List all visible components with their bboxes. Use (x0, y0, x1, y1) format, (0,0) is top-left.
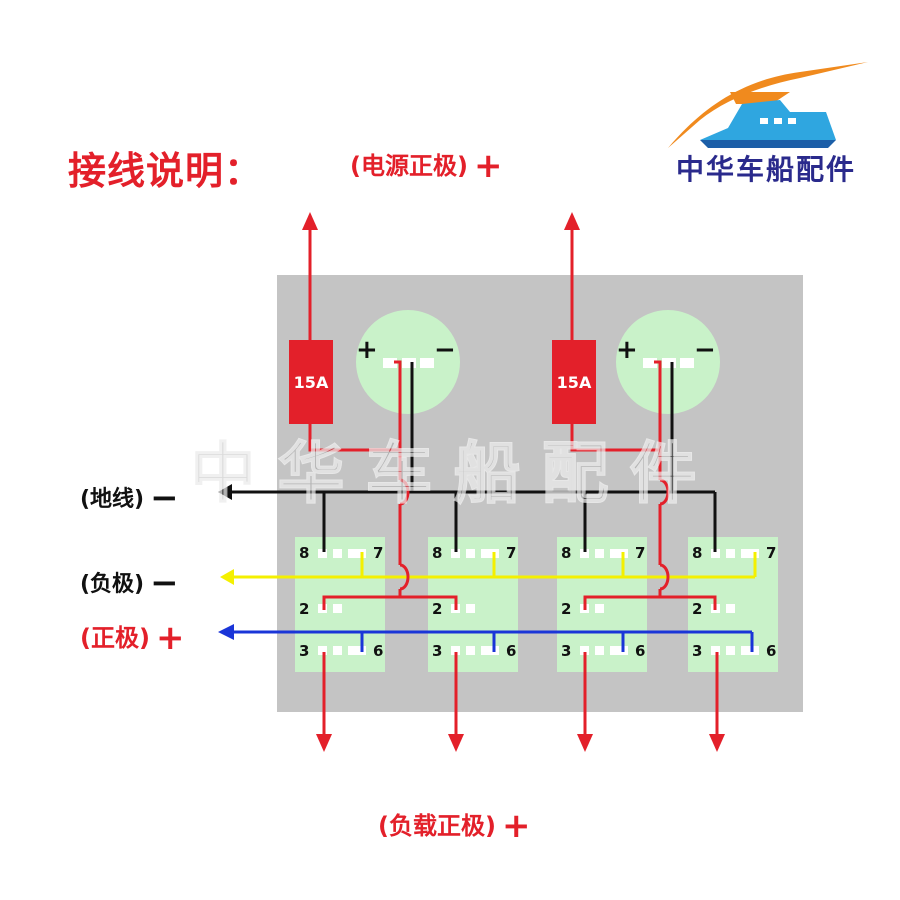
load-arrow-4 (709, 734, 725, 752)
pin-label-7: 7 (766, 544, 776, 562)
ground-label: (地线)− (80, 478, 179, 518)
red-arrows (302, 212, 725, 752)
pin-label-2: 2 (432, 600, 442, 618)
fuse-right-rating: 15A (557, 373, 592, 392)
ground-wiring (230, 362, 717, 552)
pin-label-3: 3 (561, 642, 571, 660)
negative-label: (负极)− (80, 563, 179, 603)
pin-label-6: 6 (635, 642, 645, 660)
pin-label-6: 6 (766, 642, 776, 660)
pin-label-8: 8 (561, 544, 571, 562)
meter-right-minus: − (694, 335, 716, 365)
ground-arrow (218, 484, 232, 500)
positive-label: (正极)+ (80, 618, 185, 658)
power-wiring (308, 225, 719, 740)
meter-right-plus: + (616, 335, 638, 365)
load-arrow-1 (316, 734, 332, 752)
positive-bus-arrow (218, 624, 234, 640)
load-arrow-2 (448, 734, 464, 752)
power-positive-label: (电源正极)+ (350, 146, 503, 186)
pin-label-7: 7 (635, 544, 645, 562)
pin-label-7: 7 (373, 544, 383, 562)
pin-label-3: 3 (432, 642, 442, 660)
pin-label-8: 8 (692, 544, 702, 562)
load-arrow-3 (577, 734, 593, 752)
brand-name: 中华车船配件 (676, 153, 857, 186)
pin-label-7: 7 (506, 544, 516, 562)
pin-label-3: 3 (299, 642, 309, 660)
pin-label-2: 2 (299, 600, 309, 618)
pin-label-6: 6 (506, 642, 516, 660)
fuse-right (552, 340, 596, 424)
pin-label-2: 2 (561, 600, 571, 618)
load-positive-label: (负载正极)+ (378, 806, 531, 846)
pin-label-8: 8 (299, 544, 309, 562)
pin-label-3: 3 (692, 642, 702, 660)
fuse-left-rating: 15A (294, 373, 329, 392)
power-arrow-up-left (302, 212, 318, 230)
power-arrow-up-right (564, 212, 580, 230)
fuse-left (289, 340, 333, 424)
brand-logo (668, 62, 868, 148)
pin-label-8: 8 (432, 544, 442, 562)
meter-left-plus: + (356, 335, 378, 365)
pin-label-6: 6 (373, 642, 383, 660)
page-title: 接线说明： (68, 149, 264, 193)
meter-left-minus: − (434, 335, 456, 365)
positive-bus-wiring (232, 630, 754, 652)
pin-label-2: 2 (692, 600, 702, 618)
negative-arrow (220, 569, 234, 585)
